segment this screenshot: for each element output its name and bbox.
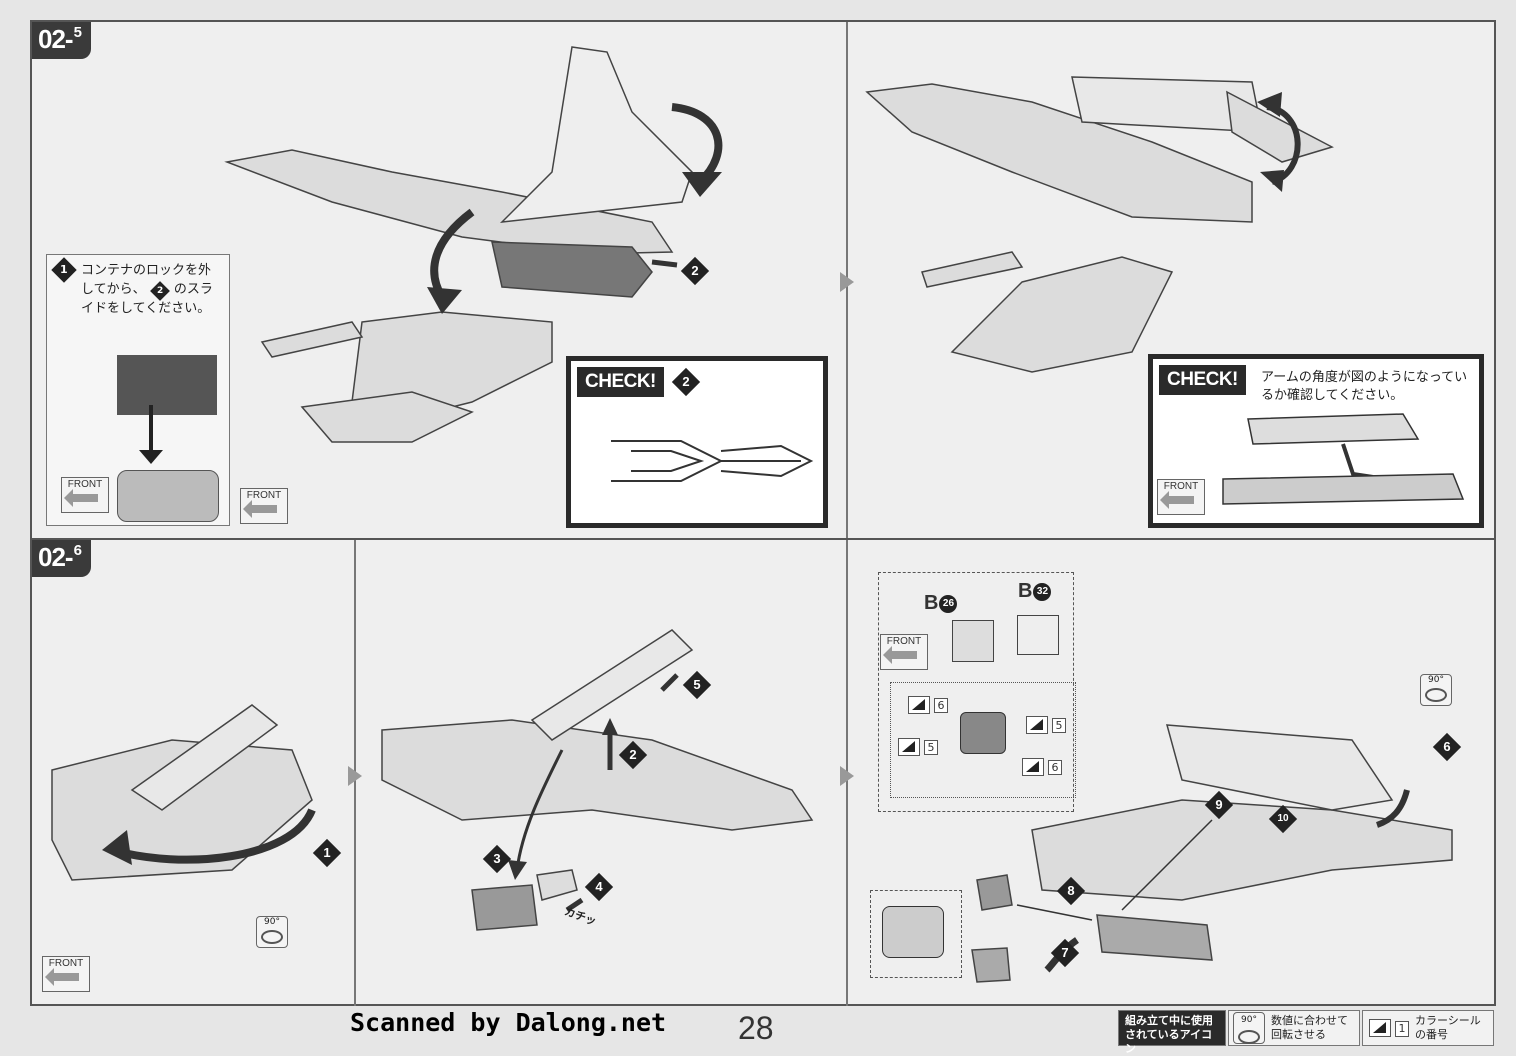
rotate-90-icon: 90° <box>256 916 288 948</box>
step-02-6-section: 02-6 <box>32 540 1494 1006</box>
next-arrow <box>840 766 854 786</box>
front-indicator-b: FRONT <box>42 956 90 992</box>
next-arrow <box>348 766 362 786</box>
callout-text-1: コンテナのロックを外してから、 <box>81 263 212 297</box>
seal-part <box>960 712 1006 754</box>
page-number: 28 <box>738 1010 774 1046</box>
seal-marker: 5 <box>898 738 938 756</box>
legend-rotate: 90° 数値に合わせて回転させる <box>1228 1010 1360 1046</box>
assembly-illustrations <box>51 629 1453 983</box>
check-arm-drawing <box>1222 413 1465 505</box>
check-label: CHECK! <box>577 367 664 397</box>
check-box-left: CHECK! 2 <box>566 356 828 528</box>
down-arrow-icon <box>149 405 153 455</box>
check-detail-drawing <box>611 440 814 482</box>
check-label-right: CHECK! <box>1159 365 1246 395</box>
instruction-sheet: 02-5 <box>30 20 1496 1006</box>
step-badge-1: 1 <box>312 838 342 868</box>
front-indicator-c: FRONT <box>880 634 928 670</box>
check-box-right: CHECK! アームの角度が図のようになっているか確認してください。 FRONT <box>1148 354 1484 528</box>
legend-seal: 1 カラーシールの番号 <box>1362 1010 1494 1046</box>
step-02-5-section: 02-5 <box>32 22 1494 540</box>
seal-detail-frame <box>878 572 1074 812</box>
legend-title-text: 組み立て中に使用されているアイコン <box>1119 1011 1225 1055</box>
detail-part <box>882 906 944 958</box>
rotate-icon: 90° <box>1233 1012 1265 1044</box>
aircraft-illustration-left <box>224 46 1334 443</box>
seal-marker: 5 <box>1026 716 1066 734</box>
check-text-right: アームの角度が図のようになっているか確認してください。 <box>1261 370 1468 403</box>
step-badge-5: 5 <box>682 670 712 700</box>
step-badge-2: 2 <box>680 256 710 286</box>
callout-ref-badge: 2 <box>149 281 170 301</box>
seal-placement-frame <box>890 682 1076 798</box>
step-badge-8: 8 <box>1056 876 1086 906</box>
step-number-tag-2: 02-6 <box>32 540 91 577</box>
callout-number: 1 <box>51 257 77 283</box>
callout-text-2: のスライドをしてください。 <box>81 282 213 316</box>
seal-marker: 6 <box>1022 758 1062 776</box>
front-indicator-2: FRONT <box>240 488 288 524</box>
part-b32 <box>1017 615 1059 655</box>
container-part <box>117 470 219 522</box>
scan-credit: Scanned by Dalong.net <box>350 1008 667 1037</box>
seal-icon: 1 <box>1369 1019 1409 1037</box>
step-badge-7: 7 <box>1050 938 1080 968</box>
rotate-90-icon-2: 90° <box>1420 674 1452 706</box>
step-badge-6: 6 <box>1432 732 1462 762</box>
front-indicator: FRONT <box>61 477 109 513</box>
legend-seal-text: カラーシールの番号 <box>1415 1014 1481 1041</box>
step-badge-2: 2 <box>618 740 648 770</box>
icon-legend-title: 組み立て中に使用されているアイコン <box>1118 1010 1226 1055</box>
next-arrow <box>840 272 854 292</box>
instruction-callout: 1 コンテナのロックを外してから、 2 のスライドをしてください。 FRONT <box>46 254 230 526</box>
step-number-tag: 02-5 <box>32 22 91 59</box>
step-badge-10: 10 <box>1268 804 1298 834</box>
check-ref-badge: 2 <box>671 367 701 397</box>
part-b26 <box>952 620 994 662</box>
legend-rotate-text: 数値に合わせて回転させる <box>1271 1014 1348 1041</box>
detail-view-frame <box>870 890 962 978</box>
step-badge-9: 9 <box>1204 790 1234 820</box>
detail-image-lock <box>117 355 217 415</box>
seal-marker: 6 <box>908 696 948 714</box>
step-badge-3: 3 <box>482 844 512 874</box>
step-badge-4: 4 <box>584 872 614 902</box>
arrowhead-icon <box>139 450 163 464</box>
front-indicator-right: FRONT <box>1157 479 1205 515</box>
